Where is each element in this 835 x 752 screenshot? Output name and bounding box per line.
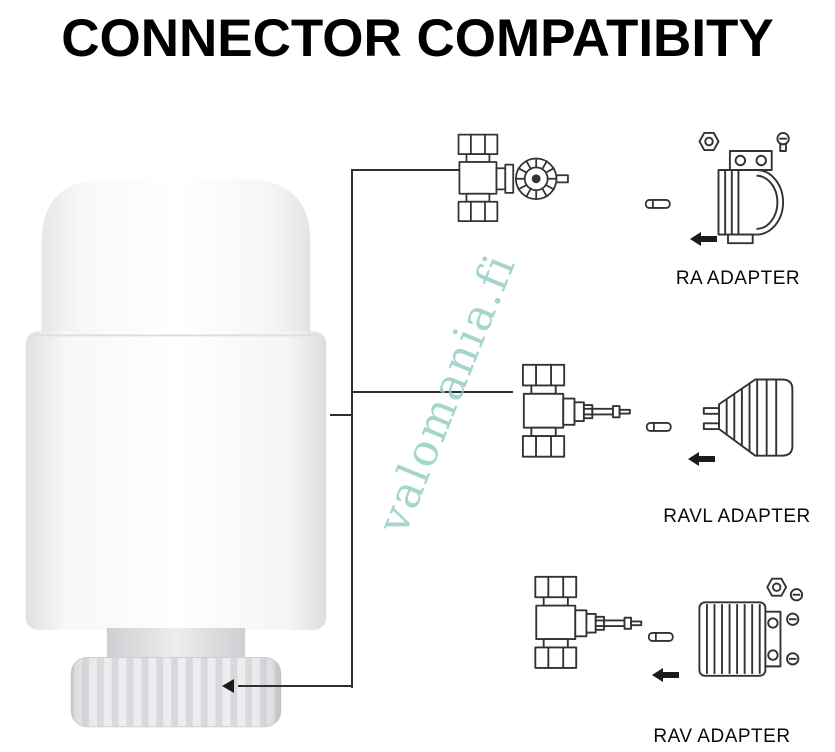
page-title: CONNECTOR COMPATIBITY xyxy=(61,9,774,68)
arrow-left-icon xyxy=(690,232,717,246)
connector-pin-icon xyxy=(647,632,674,642)
arrow-left-icon xyxy=(688,452,715,466)
connector-line-bottom xyxy=(238,685,353,687)
device-top-cap xyxy=(41,179,311,334)
rav-adapter-icon xyxy=(698,577,804,677)
left-pointer-icon xyxy=(222,679,234,693)
connector-line-device xyxy=(330,414,353,416)
ra-valve-icon xyxy=(457,133,569,223)
arrow-left-icon xyxy=(652,668,679,682)
device-knurled-ring-shading xyxy=(71,657,281,727)
ravl-valve-icon xyxy=(521,363,631,458)
rav-valve-icon xyxy=(534,575,643,669)
thermostat-device-illustration xyxy=(25,179,327,728)
device-neck xyxy=(106,627,246,660)
ra-adapter-icon xyxy=(698,132,790,245)
connector-line-vertical xyxy=(351,170,353,688)
connector-line-top xyxy=(351,169,459,171)
adapter-label-ravl: RAVL ADAPTER xyxy=(663,506,811,527)
connector-pin-icon xyxy=(645,422,672,432)
device-body xyxy=(25,331,327,630)
adapter-label-ra: RA ADAPTER xyxy=(675,268,801,289)
ravl-adapter-icon xyxy=(702,378,794,457)
connector-line-middle xyxy=(351,391,513,393)
adapter-label-rav: RAV ADAPTER xyxy=(653,726,791,747)
connector-pin-icon xyxy=(644,199,671,209)
